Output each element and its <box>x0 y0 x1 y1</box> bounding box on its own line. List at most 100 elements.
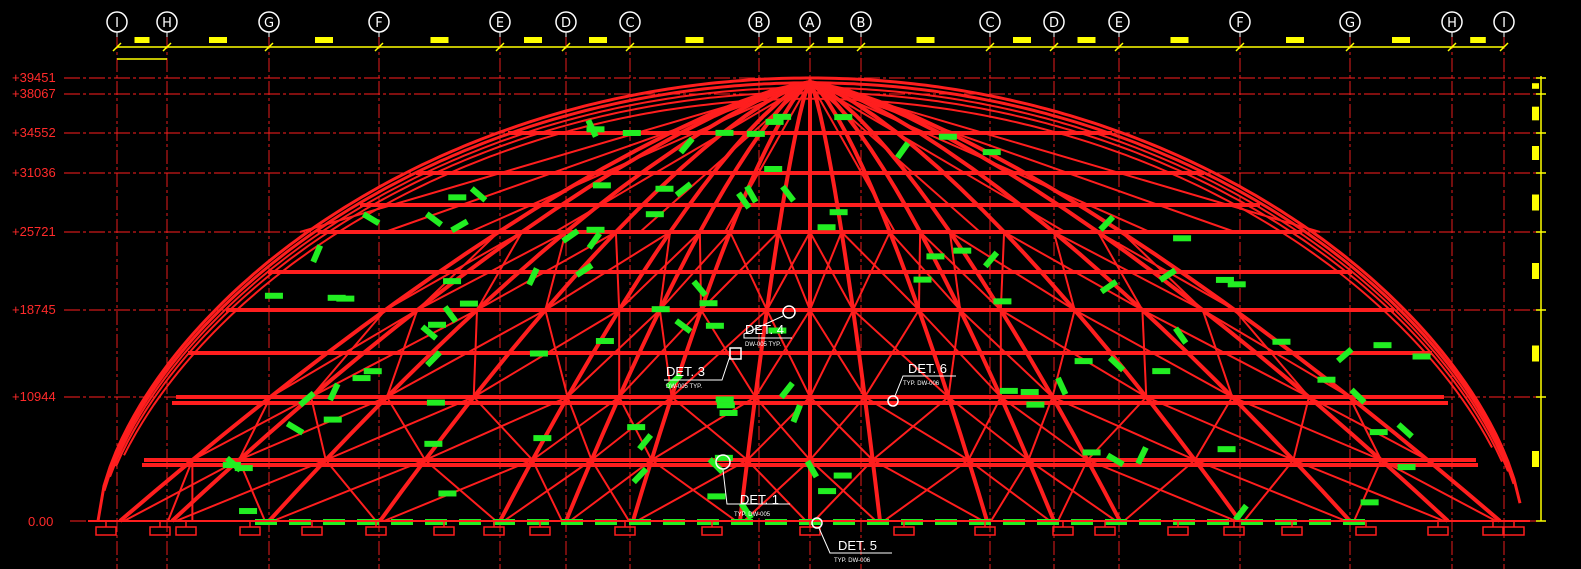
diagonal-brace <box>813 459 874 522</box>
diagonal-brace <box>1123 459 1196 522</box>
diagonal-brace <box>1348 396 1382 461</box>
bracing-member <box>239 508 258 515</box>
detail-callout-4: DET. 4 DW-005 TYP. <box>743 305 796 348</box>
bracing-member <box>586 231 603 250</box>
dimension-value-mark <box>776 37 793 43</box>
dimension-value-mark <box>1532 106 1539 121</box>
dimension-tick <box>985 42 995 52</box>
dimension-lines <box>112 37 1546 522</box>
meridian-rib <box>738 81 812 522</box>
diagonal-brace <box>566 396 593 461</box>
grid-axis-label: H <box>162 16 172 31</box>
diagonal-brace <box>918 309 1002 398</box>
bracing-member <box>1335 346 1354 364</box>
grid-axis-label: I <box>115 16 119 31</box>
diagonal-brace <box>1233 309 1310 398</box>
diagonal-brace <box>385 309 419 398</box>
diagonal-brace <box>1120 231 1204 311</box>
bracing-member <box>1369 429 1388 436</box>
diagonal-brace <box>1292 396 1310 461</box>
diagonal-brace <box>386 309 546 398</box>
bracing-member <box>323 416 342 423</box>
grid-axis-label: B <box>755 16 764 31</box>
bracing-member <box>586 226 605 233</box>
bracing-member <box>1074 358 1093 365</box>
diagonal-brace <box>416 231 500 311</box>
bracing-member <box>1397 464 1416 471</box>
apex-brace <box>469 81 811 233</box>
diagonal-brace <box>947 396 1030 461</box>
diagonal-brace <box>766 231 811 311</box>
detail-marker-square <box>729 347 742 360</box>
apex-brace <box>384 81 811 233</box>
elevation-label: +38067 <box>12 86 56 101</box>
bracing-member <box>1107 355 1126 373</box>
bracing-member <box>285 420 305 436</box>
grid-axis-label: F <box>1236 16 1243 31</box>
detail-reference: TYP. DW-006 <box>834 558 871 564</box>
bracing-member <box>707 493 726 500</box>
diagonal-brace <box>809 309 854 398</box>
bracing-member <box>424 440 443 447</box>
diagonal-brace <box>766 309 811 398</box>
detail-title: DET. 5 <box>838 538 877 553</box>
diagonal-brace <box>238 396 388 461</box>
diagonal-brace <box>1243 459 1295 522</box>
diagonal-brace <box>700 231 780 311</box>
bracing-member <box>637 433 654 451</box>
diagonal-brace <box>310 309 478 398</box>
bracing-member <box>363 368 382 375</box>
bracing-member <box>674 181 693 198</box>
meridian-rib <box>498 80 811 522</box>
bracing-member <box>622 129 641 136</box>
grid-axis-label: E <box>1115 16 1123 31</box>
diagonal-brace <box>1097 231 1144 311</box>
bracing-member <box>778 381 795 400</box>
dimension-value-mark <box>1013 37 1031 43</box>
meridian-rib <box>809 80 1502 523</box>
grid-axis-label: D <box>561 16 571 31</box>
elevation-label: +31036 <box>12 165 56 180</box>
diagonal-brace <box>754 396 811 461</box>
diagonal-brace <box>670 396 748 461</box>
dimension-value-mark <box>1286 37 1304 43</box>
bracing-member <box>426 399 445 406</box>
detail-reference: DW-005 TYP. <box>666 384 702 390</box>
dimension-value-mark <box>524 37 542 43</box>
meridian-rib <box>170 80 811 523</box>
bracing-member <box>645 211 664 218</box>
bracing-member <box>1020 389 1039 396</box>
dimension-tick <box>374 42 384 52</box>
bracing-member <box>575 262 594 278</box>
dimension-value-mark <box>430 37 449 43</box>
bracing-member <box>627 424 646 431</box>
diagonal-brace <box>325 396 475 461</box>
bracing-member <box>424 211 443 228</box>
diagonal-brace <box>1000 309 1147 398</box>
dimension-value-mark <box>134 37 150 43</box>
detail-title: DET. 4 <box>745 322 784 337</box>
dimension-value-mark <box>1470 37 1486 43</box>
bracing-member <box>1135 446 1149 465</box>
bracing-member <box>938 133 957 140</box>
diagonal-brace <box>852 309 950 398</box>
diagonal-brace <box>883 459 970 522</box>
bracing-member <box>705 322 724 329</box>
bracing-member <box>595 338 614 345</box>
diagonal-brace <box>544 231 671 311</box>
bracing-member <box>993 298 1012 305</box>
diagonal-brace <box>1194 396 1234 461</box>
detail-title: DET. 6 <box>908 361 947 376</box>
bracing-member <box>982 250 1000 269</box>
diagonal-brace <box>917 231 922 311</box>
diagonal-brace <box>272 459 426 522</box>
dimension-value-mark <box>1532 263 1539 279</box>
bracing-member <box>1373 342 1392 349</box>
detail-reference: TYP. DW-006 <box>903 381 940 387</box>
elevation-labels: +39451 +38067 +34552 +31036 +25721 +1874… <box>12 70 56 529</box>
diagonal-brace <box>840 231 920 311</box>
bracing-member <box>533 435 552 442</box>
diagonal-brace <box>949 231 1076 311</box>
dimension-tick <box>856 42 866 52</box>
bracing-member <box>234 465 253 472</box>
